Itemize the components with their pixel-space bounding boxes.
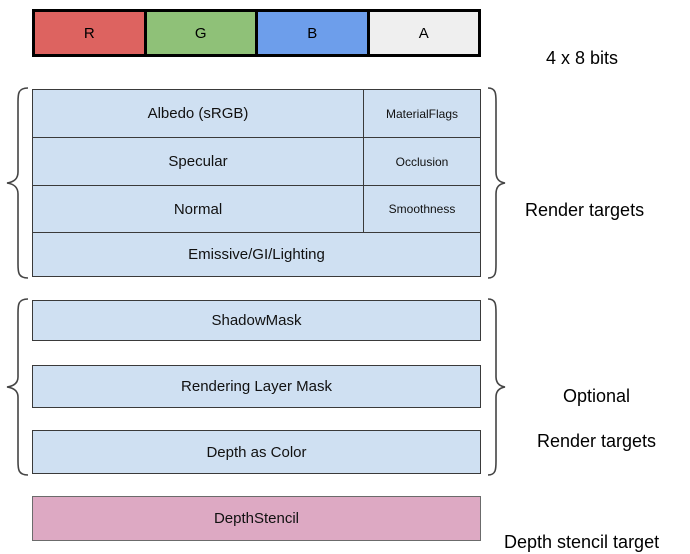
rgba-channel-strip: R G B A bbox=[32, 9, 481, 57]
optional-target-depth-as-color: Depth as Color bbox=[32, 430, 481, 474]
render-target-cell-normal: Normal bbox=[33, 186, 364, 232]
label-render-targets: Render targets bbox=[525, 199, 645, 220]
render-target-cell-occlusion: Occlusion bbox=[364, 138, 480, 185]
row-divider-2 bbox=[33, 185, 480, 186]
optional-target-rendering-layer-mask: Rendering Layer Mask bbox=[32, 365, 481, 408]
render-target-cell-specular: Specular bbox=[33, 138, 364, 185]
render-target-cell-smoothness: Smoothness bbox=[364, 186, 480, 232]
render-target-row-emissive: Emissive/GI/Lighting bbox=[33, 233, 480, 276]
optional-target-shadowmask: ShadowMask bbox=[32, 300, 481, 341]
label-optional-render-targets: Optional Render targets bbox=[524, 362, 669, 475]
label-bit-depth: 4 x 8 bits bbox=[546, 47, 619, 68]
render-target-row-albedo: Albedo (sRGB) MaterialFlags bbox=[33, 90, 480, 137]
channel-label-a: A bbox=[418, 24, 429, 42]
channel-label-r: R bbox=[83, 24, 95, 42]
render-target-row-normal: Normal Smoothness bbox=[33, 186, 480, 232]
brace-right-optional-targets bbox=[487, 298, 506, 476]
label-optional-line2: Render targets bbox=[536, 430, 657, 451]
channel-cell-a: A bbox=[369, 12, 478, 54]
brace-left-render-targets bbox=[6, 87, 29, 279]
label-optional-line1: Optional bbox=[562, 385, 631, 406]
channel-cell-r: R bbox=[35, 12, 147, 54]
label-depth-stencil-target: Depth stencil target bbox=[504, 531, 660, 552]
brace-right-render-targets bbox=[487, 87, 506, 279]
render-target-cell-albedo: Albedo (sRGB) bbox=[33, 90, 364, 137]
channel-cell-b: B bbox=[258, 12, 370, 54]
depth-stencil-box: DepthStencil bbox=[32, 496, 481, 541]
row-divider-3 bbox=[33, 232, 480, 233]
channel-label-g: G bbox=[194, 24, 207, 42]
render-target-cell-materialflags: MaterialFlags bbox=[364, 90, 480, 137]
brace-left-optional-targets bbox=[6, 298, 29, 476]
channel-cell-g: G bbox=[146, 12, 258, 54]
render-targets-grid: Albedo (sRGB) MaterialFlags Specular Occ… bbox=[32, 89, 481, 277]
row-divider-1 bbox=[33, 137, 480, 138]
channel-label-b: B bbox=[307, 24, 318, 42]
render-target-cell-emissive: Emissive/GI/Lighting bbox=[33, 233, 480, 276]
render-target-row-specular: Specular Occlusion bbox=[33, 138, 480, 185]
